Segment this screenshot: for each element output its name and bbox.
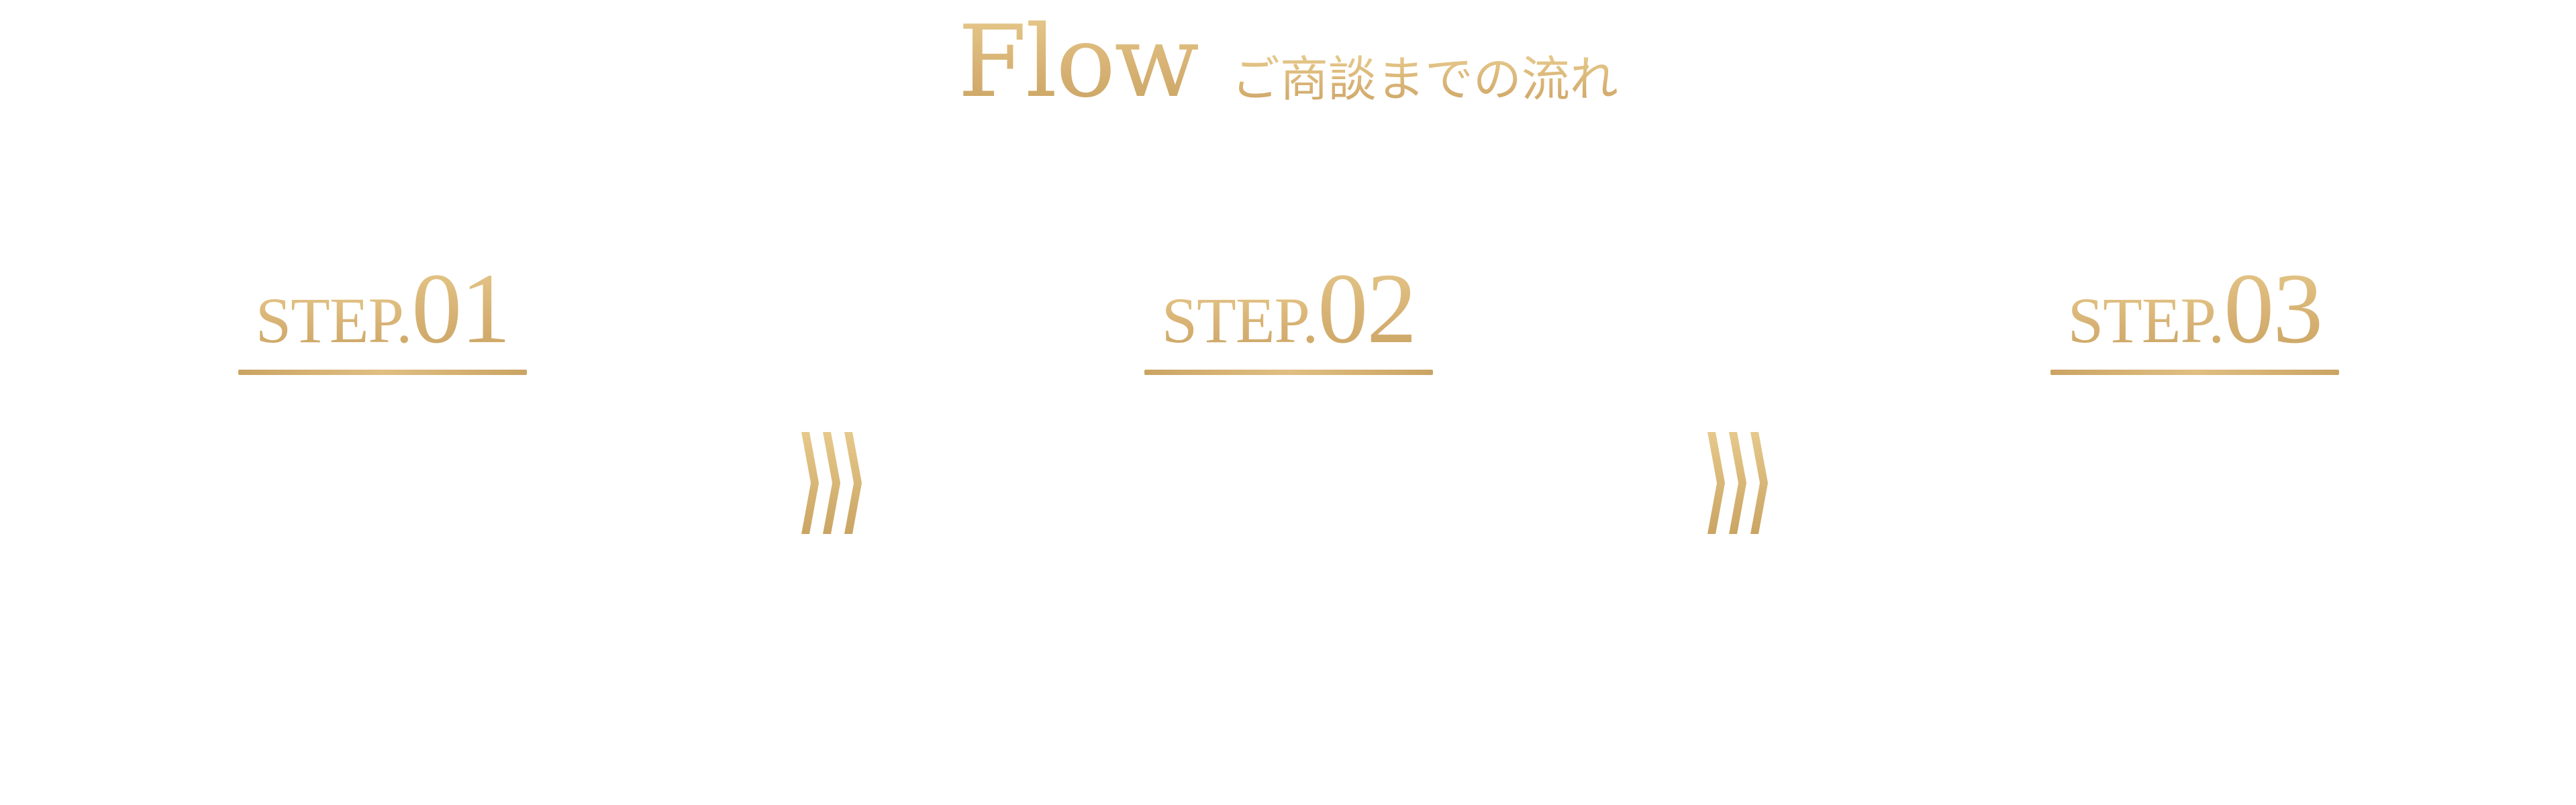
step-03: STEP. 03 <box>2047 258 2342 469</box>
step-number: 01 <box>411 253 511 364</box>
step-underline <box>238 370 527 375</box>
step-description <box>235 415 530 469</box>
step-prefix: STEP. <box>2067 284 2224 356</box>
step-label: STEP. 01 <box>255 253 511 364</box>
section-subtitle: ご商談までの流れ <box>1232 55 1618 111</box>
step-description <box>1141 415 1436 469</box>
step-prefix: STEP. <box>1161 284 1318 356</box>
step-number: 02 <box>1318 253 1417 364</box>
triple-chevron-right-icon <box>1707 432 1768 534</box>
step-prefix: STEP. <box>255 284 412 356</box>
step-description <box>2047 415 2342 469</box>
step-label: STEP. 02 <box>1161 253 1417 364</box>
triple-chevron-right-icon <box>801 432 862 534</box>
step-01: STEP. 01 <box>235 258 530 469</box>
step-label: STEP. 03 <box>2067 253 2323 364</box>
step-underline <box>2050 370 2339 375</box>
section-title: Flow <box>958 4 1199 119</box>
section-header: Flow ご商談までの流れ <box>0 12 2576 111</box>
step-02: STEP. 02 <box>1141 258 1436 469</box>
step-underline <box>1144 370 1433 375</box>
step-number: 03 <box>2224 253 2323 364</box>
